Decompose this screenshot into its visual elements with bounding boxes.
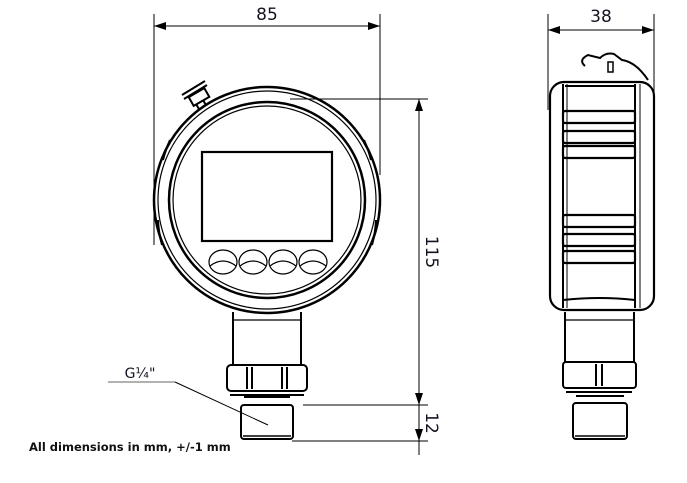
front-view: [108, 14, 428, 455]
depth-dimension-value: 38: [590, 7, 612, 27]
neck: [232, 312, 302, 365]
grip-ribs-upper: [561, 109, 637, 160]
grip-ribs-lower: [561, 213, 637, 265]
dimensions-note: All dimensions in mm, +/-1 mm: [29, 440, 231, 454]
width-dimension-value: 85: [256, 5, 278, 25]
height-dimension-value: 115: [421, 236, 441, 268]
keypad: [208, 249, 328, 275]
thread-spec-label: G¼": [125, 366, 156, 382]
hex-nut: [226, 364, 308, 396]
side-view: [547, 14, 656, 440]
thread-connection: [240, 396, 294, 440]
thread-length-dimension-value: 12: [421, 412, 441, 434]
lcd-display: [200, 150, 334, 243]
